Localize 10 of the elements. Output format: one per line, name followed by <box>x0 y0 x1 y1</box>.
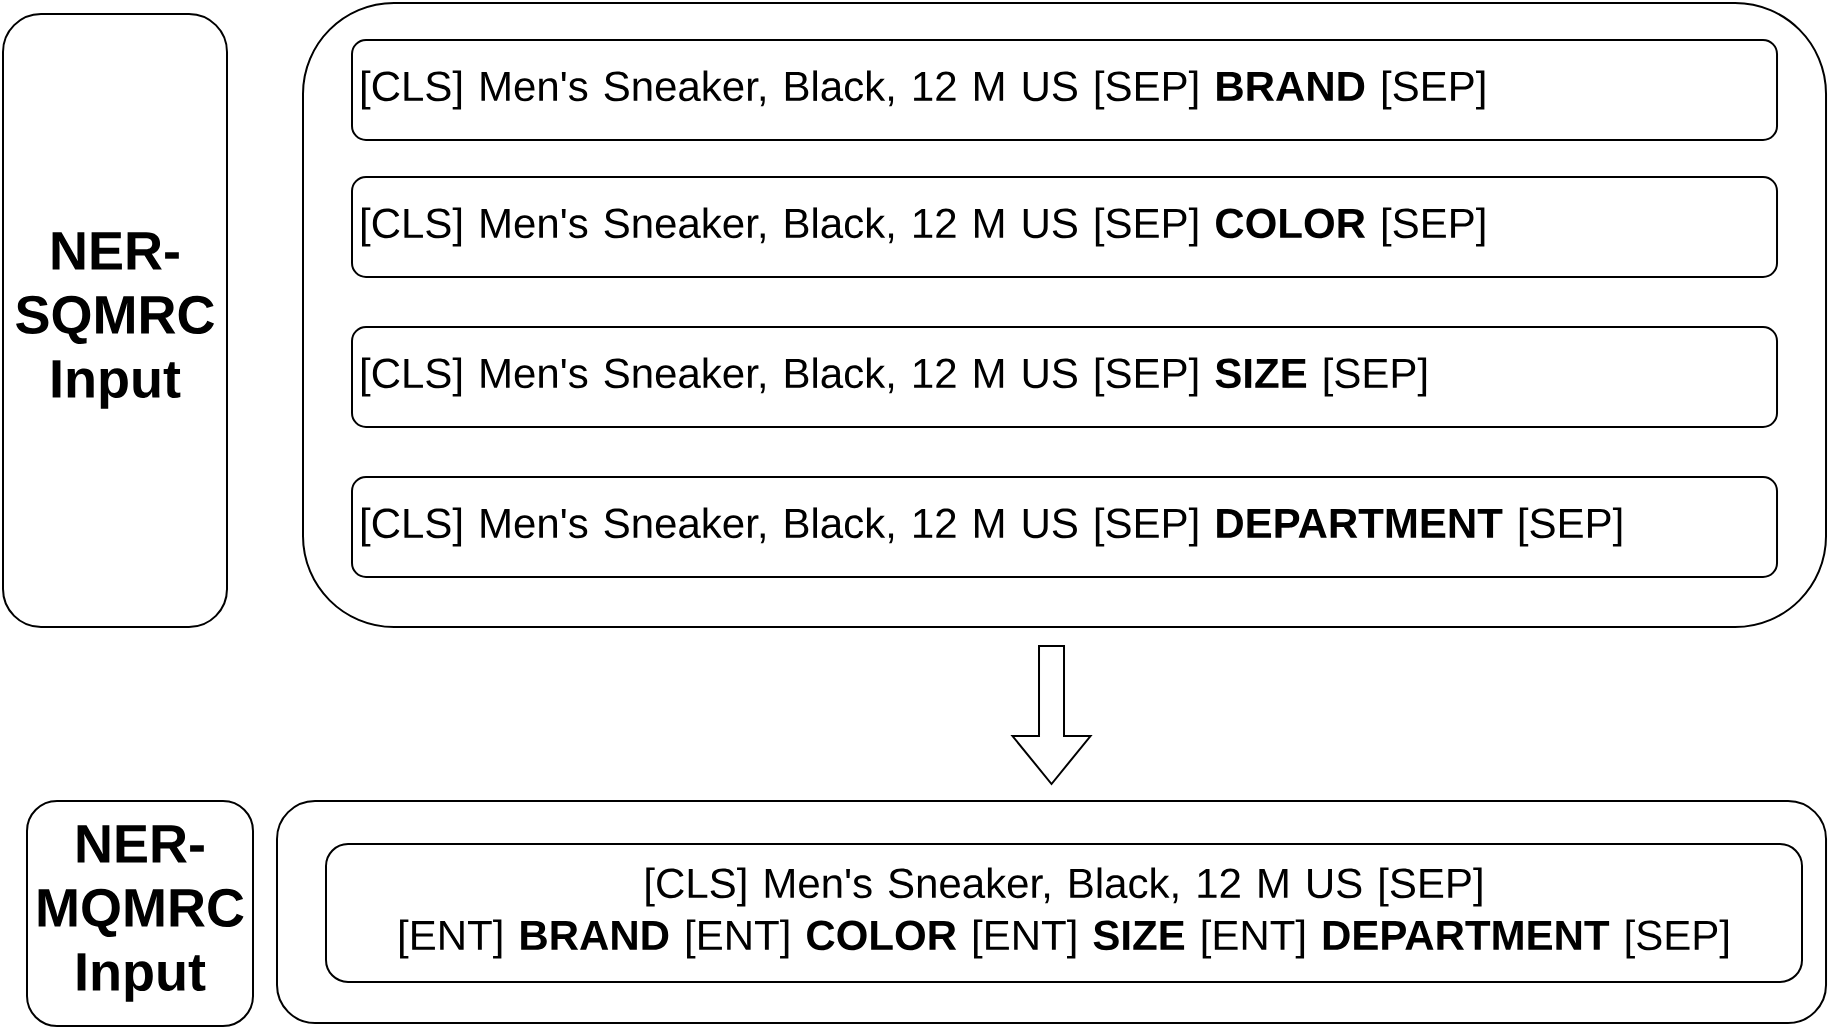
block-arrow <box>1010 645 1093 786</box>
container-box <box>302 2 1827 628</box>
sequence-box: [CLS] Men's Sneaker, Black, 12 M US [SEP] SIZE [SEP] <box>351 326 1778 428</box>
container-box <box>276 800 1827 1024</box>
label-box: NER-MQMRC Input <box>26 800 254 1027</box>
sequence-box: [CLS] Men's Sneaker, Black, 12 M US [SEP] [ENT] BRAND [ENT] COLOR [ENT] SIZE [ENT] DEPARTMENT [SEP] <box>325 843 1803 983</box>
label-box: NER-SQMRC Input <box>2 13 228 628</box>
sequence-box: [CLS] Men's Sneaker, Black, 12 M US [SEP] DEPARTMENT [SEP] <box>351 476 1778 578</box>
sequence-box: [CLS] Men's Sneaker, Black, 12 M US [SEP] BRAND [SEP] <box>351 39 1778 141</box>
sequence-box: [CLS] Men's Sneaker, Black, 12 M US [SEP] COLOR [SEP] <box>351 176 1778 278</box>
